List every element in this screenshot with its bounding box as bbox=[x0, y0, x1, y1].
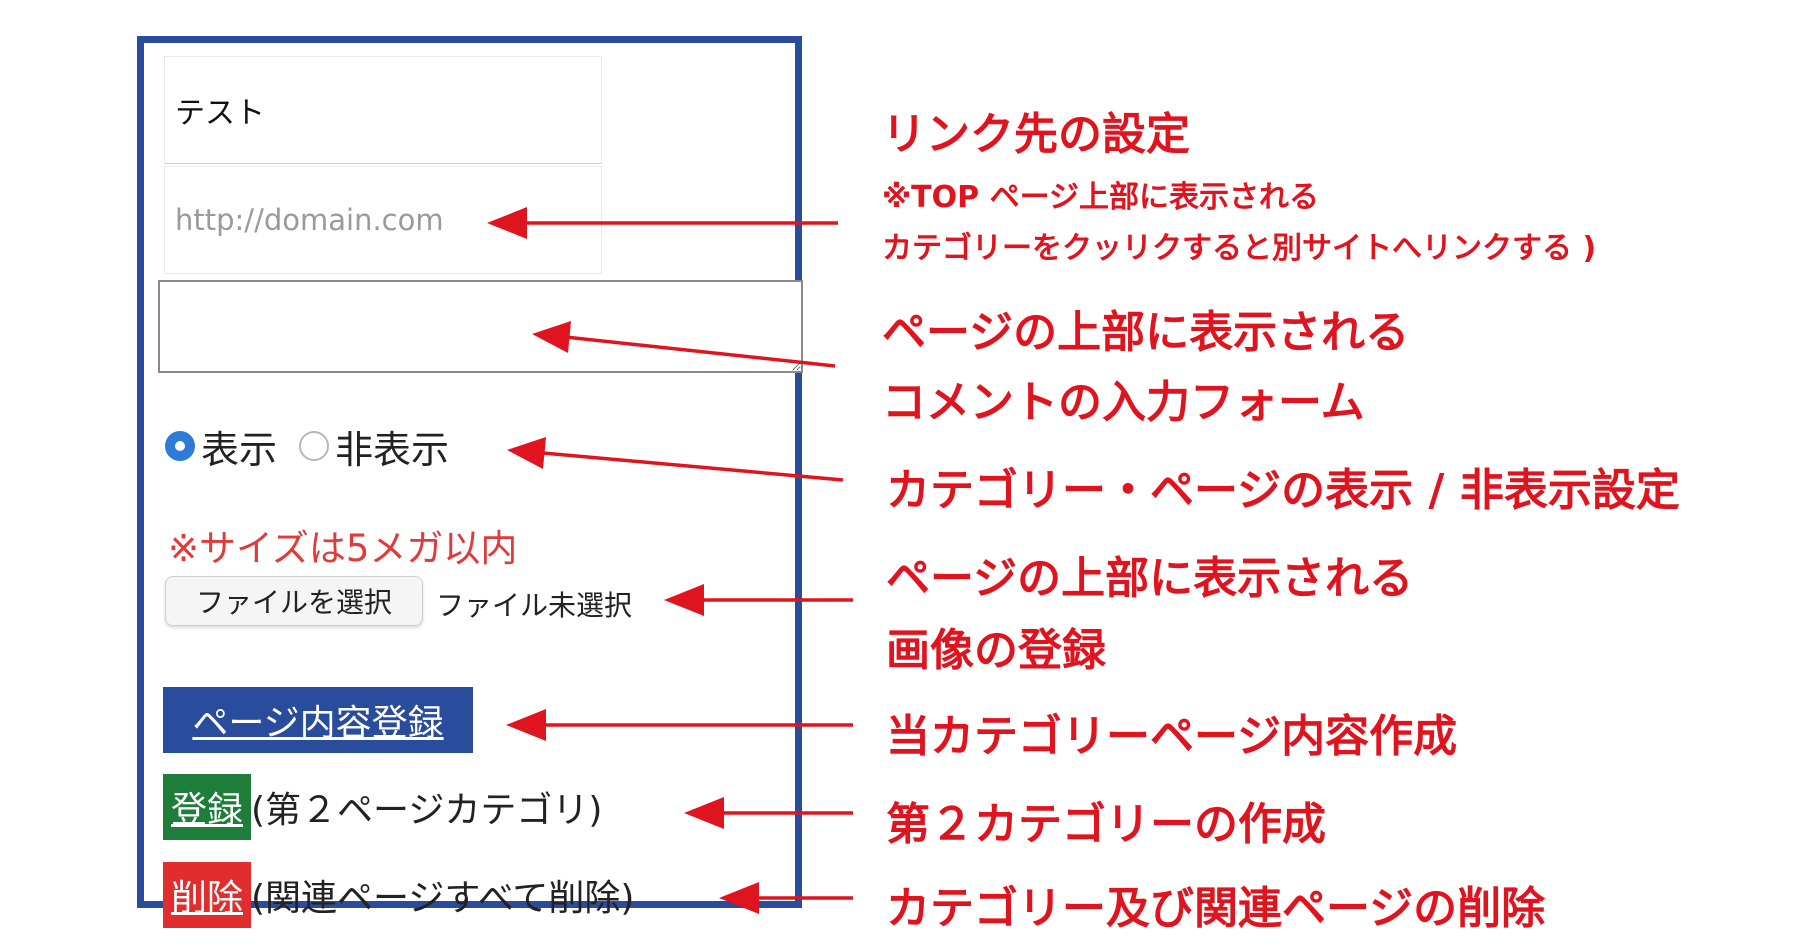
annotation-link-title: リンク先の設定 bbox=[882, 109, 1190, 160]
arrow-delete-head bbox=[719, 882, 759, 914]
arrow-url-head bbox=[487, 207, 527, 239]
radio-hide-label: 非表示 bbox=[335, 427, 450, 472]
arrow-comment-head bbox=[532, 321, 571, 353]
annotation-link-note-1: ※TOP ページ上部に表示される bbox=[882, 180, 1319, 215]
register-button[interactable]: 登録 bbox=[163, 774, 252, 840]
radio-hide[interactable] bbox=[299, 431, 330, 461]
delete-note: (関連ページすべて削除) bbox=[251, 878, 635, 919]
comment-textarea[interactable] bbox=[158, 280, 803, 373]
arrow-visibility bbox=[531, 450, 844, 482]
link-url-input[interactable] bbox=[164, 166, 602, 274]
annotation-page-content: 当カテゴリーページ内容作成 bbox=[886, 711, 1458, 762]
register-row: 登録 (第２ページカテゴリ) bbox=[163, 774, 602, 840]
category-name-input[interactable] bbox=[164, 56, 602, 164]
file-select-button[interactable]: ファイルを選択 bbox=[165, 576, 423, 626]
arrow-visibility-head bbox=[507, 437, 546, 469]
file-status: ファイル未選択 bbox=[436, 589, 633, 622]
annotation-image-2: 画像の登録 bbox=[886, 625, 1106, 676]
delete-button[interactable]: 削除 bbox=[163, 862, 252, 928]
annotation-comment-1: ページの上部に表示される bbox=[882, 307, 1410, 358]
radio-show-label: 表示 bbox=[201, 427, 278, 472]
annotation-visibility: カテゴリー・ページの表示 / 非表示設定 bbox=[886, 465, 1680, 516]
delete-row: 削除 (関連ページすべて削除) bbox=[163, 862, 634, 928]
form-frame bbox=[137, 36, 802, 908]
arrow-image-head bbox=[664, 584, 704, 616]
arrow-second-category-head bbox=[684, 797, 724, 829]
register-note: (第２ページカテゴリ) bbox=[251, 790, 603, 831]
annotation-delete: カテゴリー及び関連ページの削除 bbox=[886, 883, 1546, 934]
size-note: ※サイズは5メガ以内 bbox=[168, 527, 518, 570]
arrow-page-content-head bbox=[506, 709, 546, 741]
arrow-comment bbox=[555, 334, 836, 368]
annotation-image-1: ページの上部に表示される bbox=[886, 553, 1414, 604]
annotation-comment-2: コメントの入力フォーム bbox=[882, 377, 1365, 428]
annotation-link-note-2: カテゴリーをクッリクすると別サイトへリンクする ) bbox=[882, 231, 1597, 266]
radio-show[interactable] bbox=[165, 431, 195, 461]
page-content-register-button[interactable]: ページ内容登録 bbox=[163, 687, 473, 753]
visibility-radio-group: 表示 非表示 bbox=[165, 424, 449, 472]
annotation-second-category: 第２カテゴリーの作成 bbox=[886, 799, 1326, 850]
